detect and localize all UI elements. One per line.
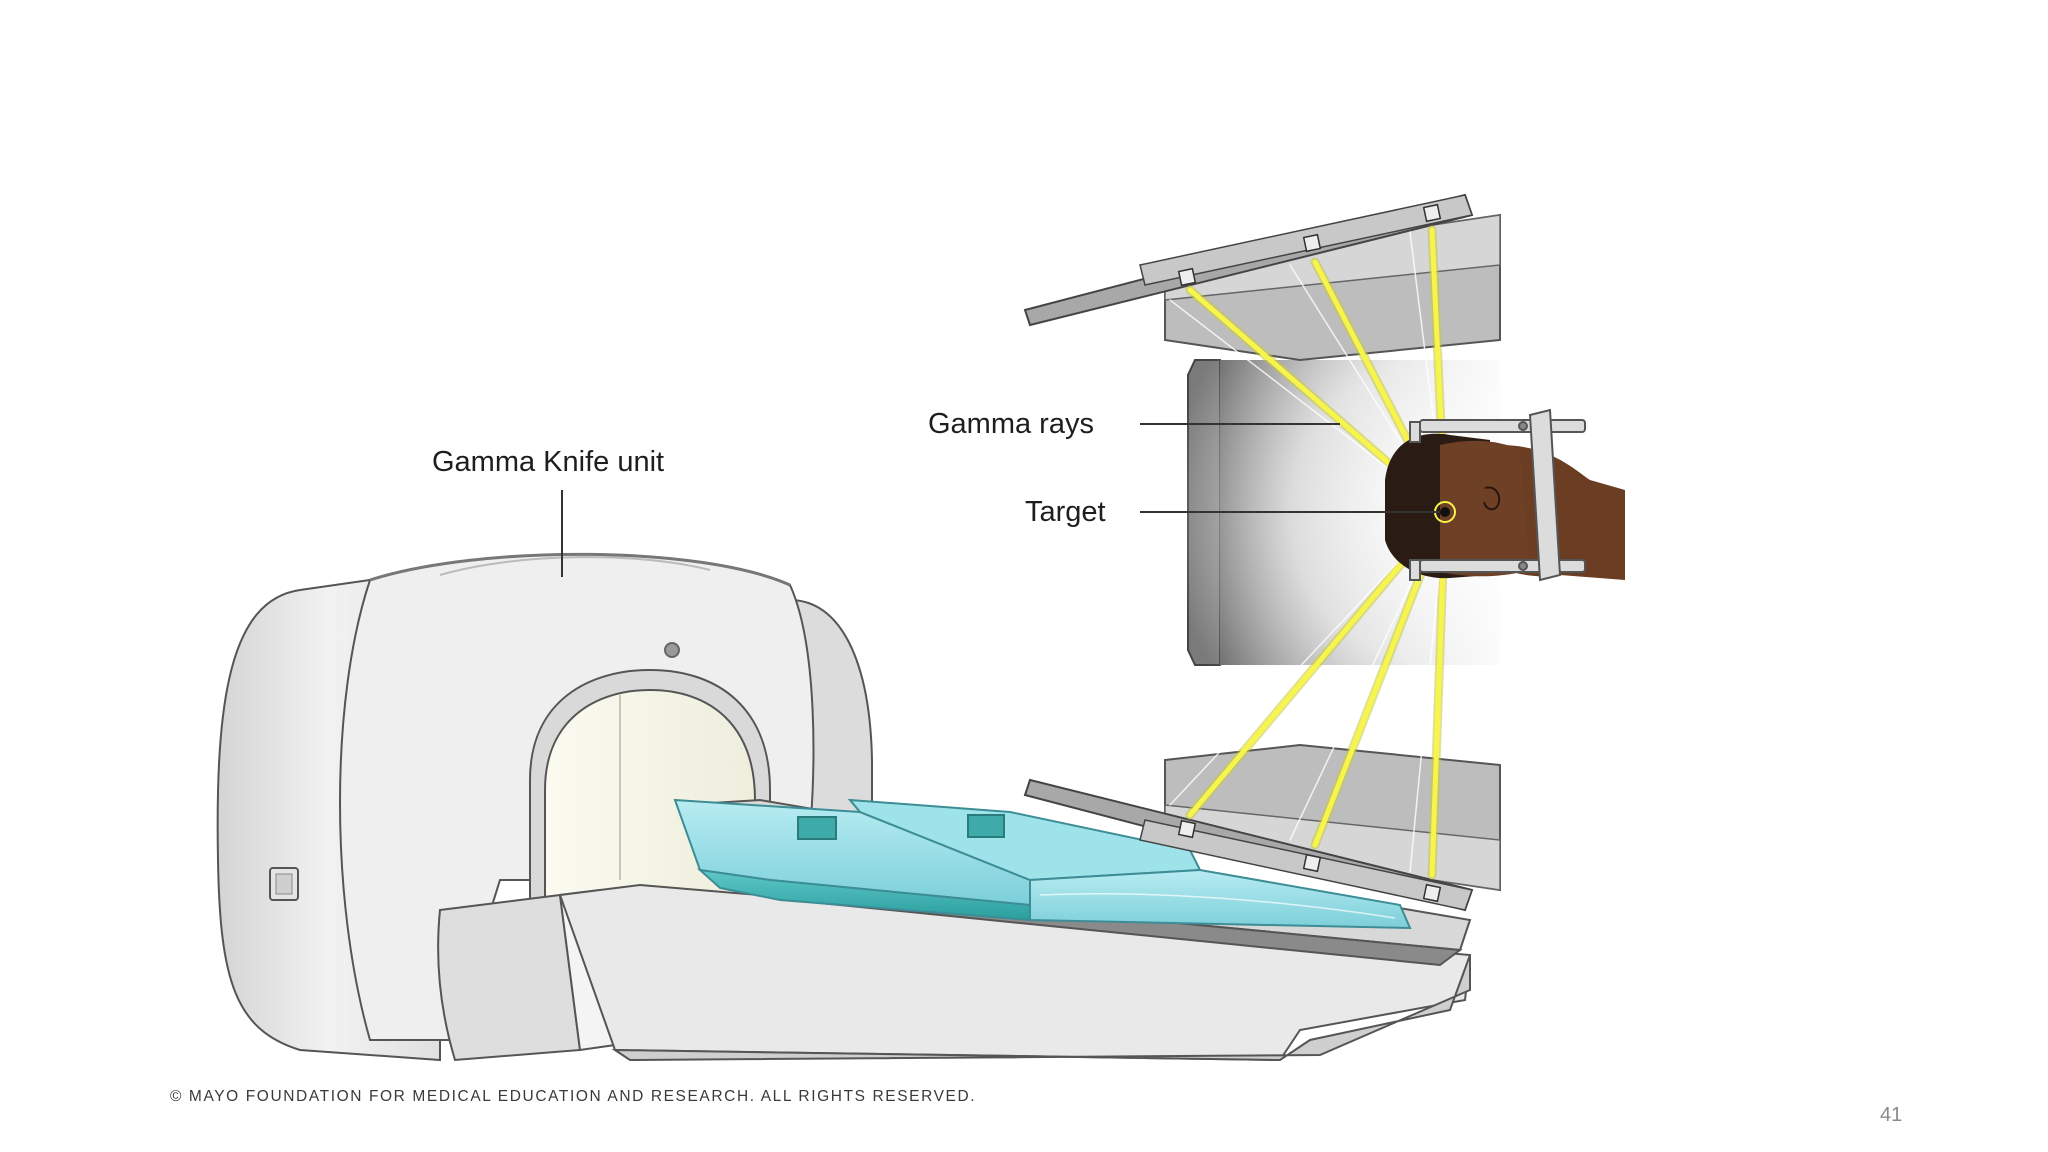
- label-gamma-knife-unit: Gamma Knife unit: [432, 446, 665, 478]
- copyright-notice: © MAYO FOUNDATION FOR MEDICAL EDUCATION …: [170, 1088, 977, 1105]
- couch-cushions: [673, 798, 1412, 930]
- label-target: Target: [1025, 496, 1106, 528]
- patient-head: [1385, 433, 1625, 580]
- page-number: 41: [1880, 1104, 1903, 1126]
- label-gamma-rays: Gamma rays: [928, 408, 1094, 440]
- stereotactic-head-frame: [1409, 408, 1586, 582]
- label-leader-lines: [561, 423, 1440, 577]
